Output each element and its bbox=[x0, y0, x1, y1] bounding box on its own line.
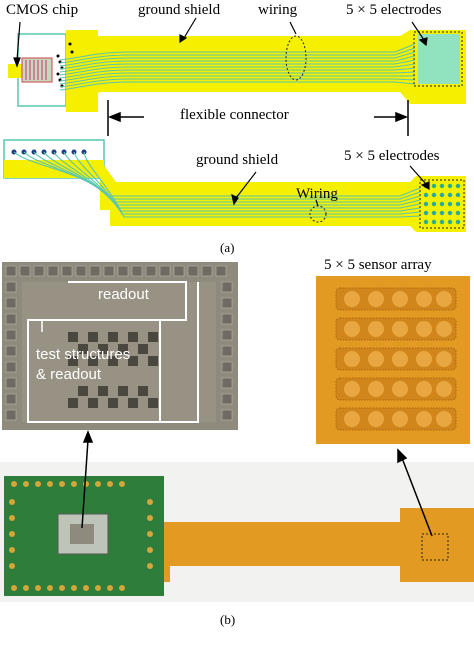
caption-b: (b) bbox=[220, 612, 236, 627]
label-ground-shield-top: ground shield bbox=[138, 2, 221, 18]
label-cmos-chip: CMOS chip bbox=[6, 2, 79, 18]
bottom-flex-layout bbox=[3, 139, 466, 232]
label-test-structures-line2: & readout bbox=[36, 366, 102, 383]
label-wiring-top: wiring bbox=[258, 2, 298, 18]
electrode-array-outline bbox=[413, 31, 463, 87]
label-readout: readout bbox=[98, 286, 149, 303]
die-micrograph: readout test structures & readout bbox=[2, 262, 238, 430]
layout-drawing bbox=[3, 17, 466, 232]
sensor-array-micrograph bbox=[316, 276, 470, 444]
label-flexible-connector: flexible connector bbox=[180, 107, 289, 123]
label-test-structures-line1: test structures bbox=[36, 346, 131, 363]
label-wiring-bottom: Wiring bbox=[296, 186, 338, 202]
device-photo bbox=[0, 462, 474, 602]
label-electrodes-bottom: 5 × 5 electrodes bbox=[344, 148, 440, 164]
sensor-array-marker bbox=[421, 533, 449, 561]
wiring-marker bbox=[285, 35, 307, 81]
label-sensor-array: 5 × 5 sensor array bbox=[324, 257, 432, 273]
label-electrodes-top: 5 × 5 electrodes bbox=[346, 2, 442, 18]
cmos-chip-block bbox=[21, 57, 53, 83]
top-flex-layout bbox=[8, 30, 466, 112]
caption-a: (a) bbox=[220, 240, 235, 255]
label-ground-shield-bottom: ground shield bbox=[196, 152, 279, 168]
electrode-array-outline-bottom bbox=[419, 179, 465, 229]
